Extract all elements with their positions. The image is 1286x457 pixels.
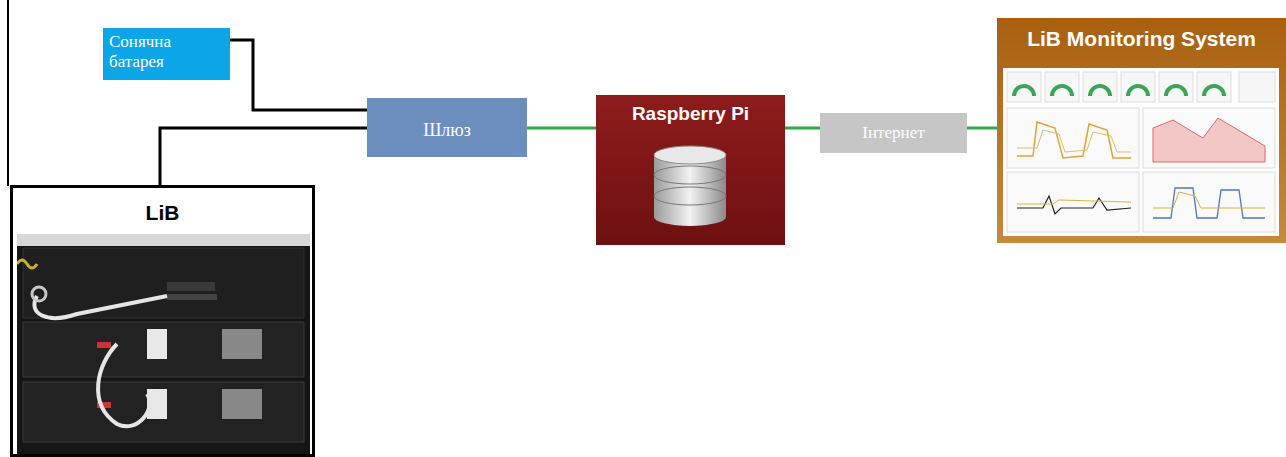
battery-box: LiB	[10, 185, 315, 457]
connector-line	[160, 128, 367, 185]
node-label: LiB	[19, 200, 306, 225]
connector-line	[527, 127, 596, 130]
node-label: LiB Monitoring System	[1003, 26, 1280, 51]
gateway-box: Шлюз	[367, 98, 527, 157]
connector-line	[785, 127, 820, 130]
node-label: Сонячна батарея	[109, 32, 224, 73]
monitoring-box: LiB Monitoring System	[997, 18, 1286, 243]
dashboard-screenshot	[1003, 68, 1279, 236]
internet-box: Інтернет	[820, 113, 967, 153]
frame-line	[7, 0, 9, 186]
database-icon	[650, 145, 730, 229]
node-label: Raspberry Pi	[602, 103, 779, 126]
node-label: Інтернет	[826, 123, 961, 143]
connector-line	[230, 40, 367, 110]
node-label: Шлюз	[373, 120, 521, 142]
battery-photo	[17, 234, 310, 454]
raspberry-pi-box: Raspberry Pi	[596, 95, 785, 245]
connector-line	[967, 127, 997, 130]
solar-panel-box: Сонячна батарея	[103, 28, 230, 80]
